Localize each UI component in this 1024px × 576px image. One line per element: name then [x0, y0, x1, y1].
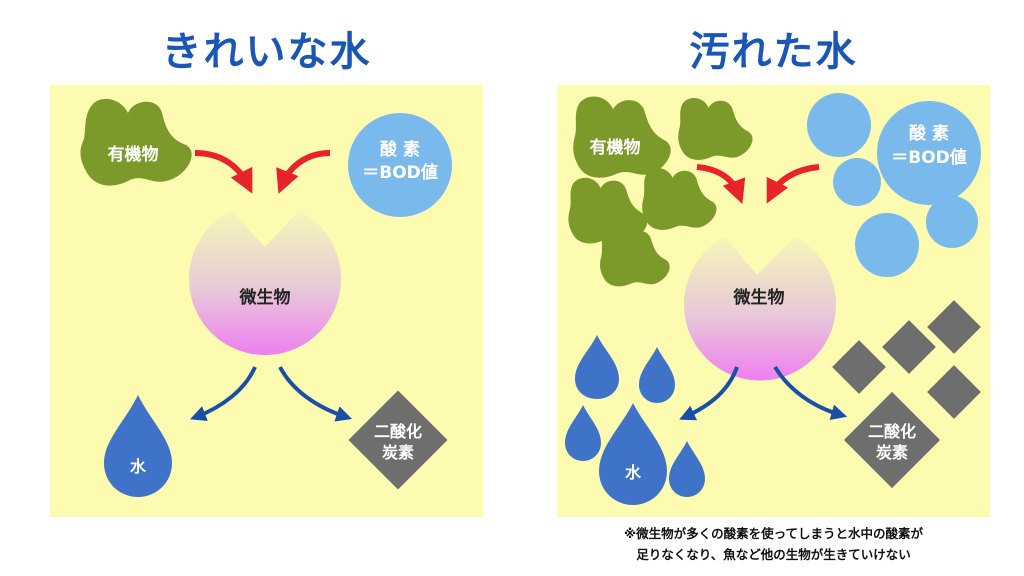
co2-label-line2: 炭素	[876, 443, 908, 462]
water-drop-small	[565, 405, 601, 461]
organic-to-microbe-arrow	[194, 150, 253, 194]
oxygen-circle-small	[833, 158, 881, 206]
organic-to-microbe-arrow	[696, 164, 746, 204]
oxygen-circle-small	[855, 213, 919, 277]
oxygen-circle-small	[926, 196, 978, 248]
dirty-water-title: 汚れた水	[689, 29, 858, 75]
carbon-dioxide-diamond	[843, 391, 941, 489]
water-drop-small	[639, 347, 675, 403]
oxygen-circle	[348, 113, 452, 217]
microbe-shape	[684, 237, 836, 381]
microbe-to-co2-arrow	[773, 365, 848, 421]
microbe-label: 微生物	[733, 287, 785, 308]
oxygen-label: 酸 素	[909, 123, 949, 144]
bod-label: ＝BOD値	[891, 147, 967, 168]
clean-water-panel: 有機物 酸 素 ＝BOD値 微生物 水 二酸化 炭素	[50, 85, 483, 517]
bod-label: ＝BOD値	[362, 162, 438, 183]
oxygen-circle-large	[877, 101, 981, 205]
organic-matter-label: 有機物	[590, 137, 641, 158]
oxygen-label: 酸 素	[380, 139, 420, 160]
footnote-line2: 足りなくなり、魚など他の生物が生きていけない	[636, 547, 911, 562]
microbe-to-co2-arrow	[278, 366, 353, 422]
organic-blob	[642, 168, 717, 230]
co2-label-line2: 炭素	[382, 443, 414, 462]
oxygen-circle-small	[807, 93, 871, 157]
clean-water-title: きれいな水	[161, 29, 372, 75]
dirty-water-diagram: 有機物 酸 素 ＝BOD値 微生物 水	[565, 93, 981, 505]
dirty-water-panel: 有機物 酸 素 ＝BOD値 微生物 水	[557, 85, 990, 517]
water-label: 水	[130, 457, 147, 476]
microbe-shape	[189, 211, 341, 355]
oxygen-circles	[807, 93, 981, 277]
water-drop	[104, 395, 172, 497]
organic-matter-label: 有機物	[108, 144, 159, 165]
co2-diamond-small	[927, 300, 981, 354]
microbe-to-water-arrow	[190, 366, 257, 422]
water-label: 水	[625, 463, 642, 482]
microbe-label: 微生物	[239, 287, 291, 308]
organic-blob	[600, 228, 670, 287]
co2-label-line1: 二酸化	[374, 422, 422, 441]
co2-diamond-small	[927, 365, 981, 419]
footnote-line1: ※微生物が多くの酸素を使ってしまうと水中の酸素が	[623, 526, 924, 541]
water-drops	[565, 335, 705, 505]
organic-blob	[678, 98, 753, 160]
co2-diamond-small	[882, 320, 936, 374]
oxygen-to-microbe-arrow	[276, 150, 331, 194]
water-drop-small	[669, 441, 705, 497]
microbe-to-water-arrow	[679, 366, 739, 421]
co2-label-line1: 二酸化	[868, 422, 916, 441]
clean-water-diagram: 有機物 酸 素 ＝BOD値 微生物 水 二酸化 炭素	[80, 98, 452, 497]
oxygen-to-microbe-arrow	[766, 164, 820, 204]
organic-matter-blob	[80, 98, 192, 186]
water-drop-small	[575, 335, 619, 399]
water-drop	[599, 403, 667, 505]
co2-diamond-small	[832, 340, 886, 394]
